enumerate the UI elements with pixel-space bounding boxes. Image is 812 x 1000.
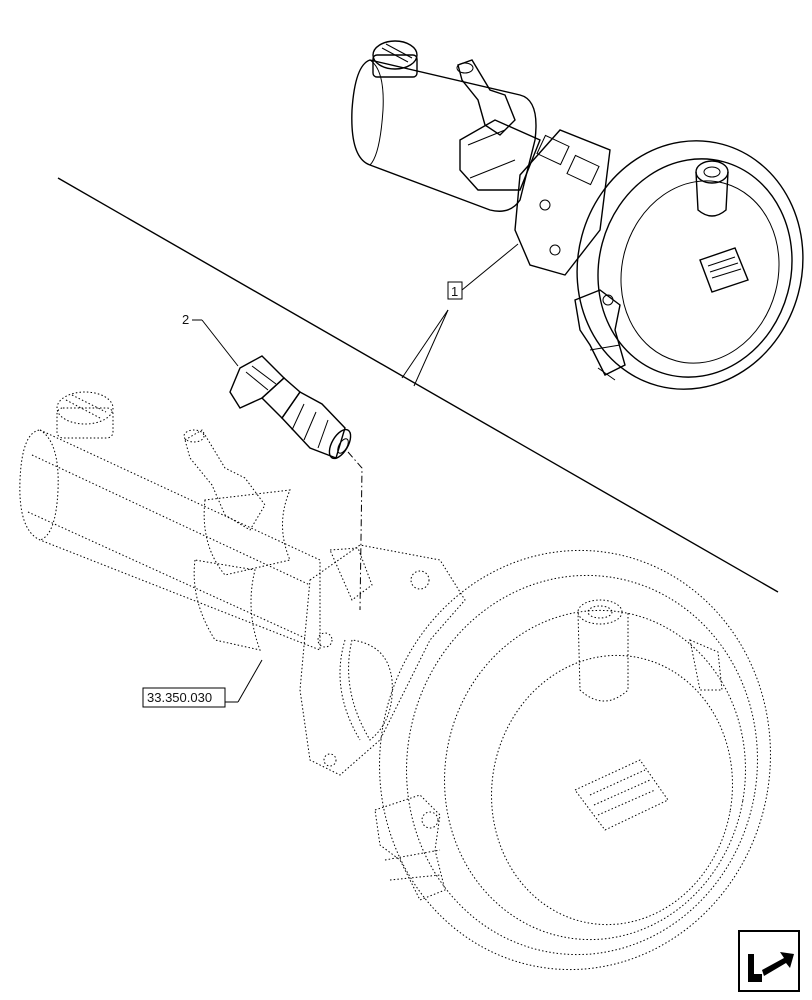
callout-1-label: 1 (451, 284, 458, 299)
callout-2: 2 (182, 312, 239, 367)
assembly-dotted (19, 391, 771, 971)
part-2-pressure-switch (229, 355, 352, 460)
arrow-back-glyph (748, 952, 794, 982)
divider-line (57, 177, 779, 593)
install-axis-line (347, 451, 363, 611)
callout-2-label: 2 (182, 312, 189, 327)
crossref-label: 33.350.030 (147, 690, 212, 705)
crossref-callout: 33.350.030 (142, 659, 263, 708)
callout-1: 1 (401, 243, 519, 387)
reference-assembly-solid (351, 40, 804, 390)
arrow-back-icon[interactable] (738, 930, 800, 992)
